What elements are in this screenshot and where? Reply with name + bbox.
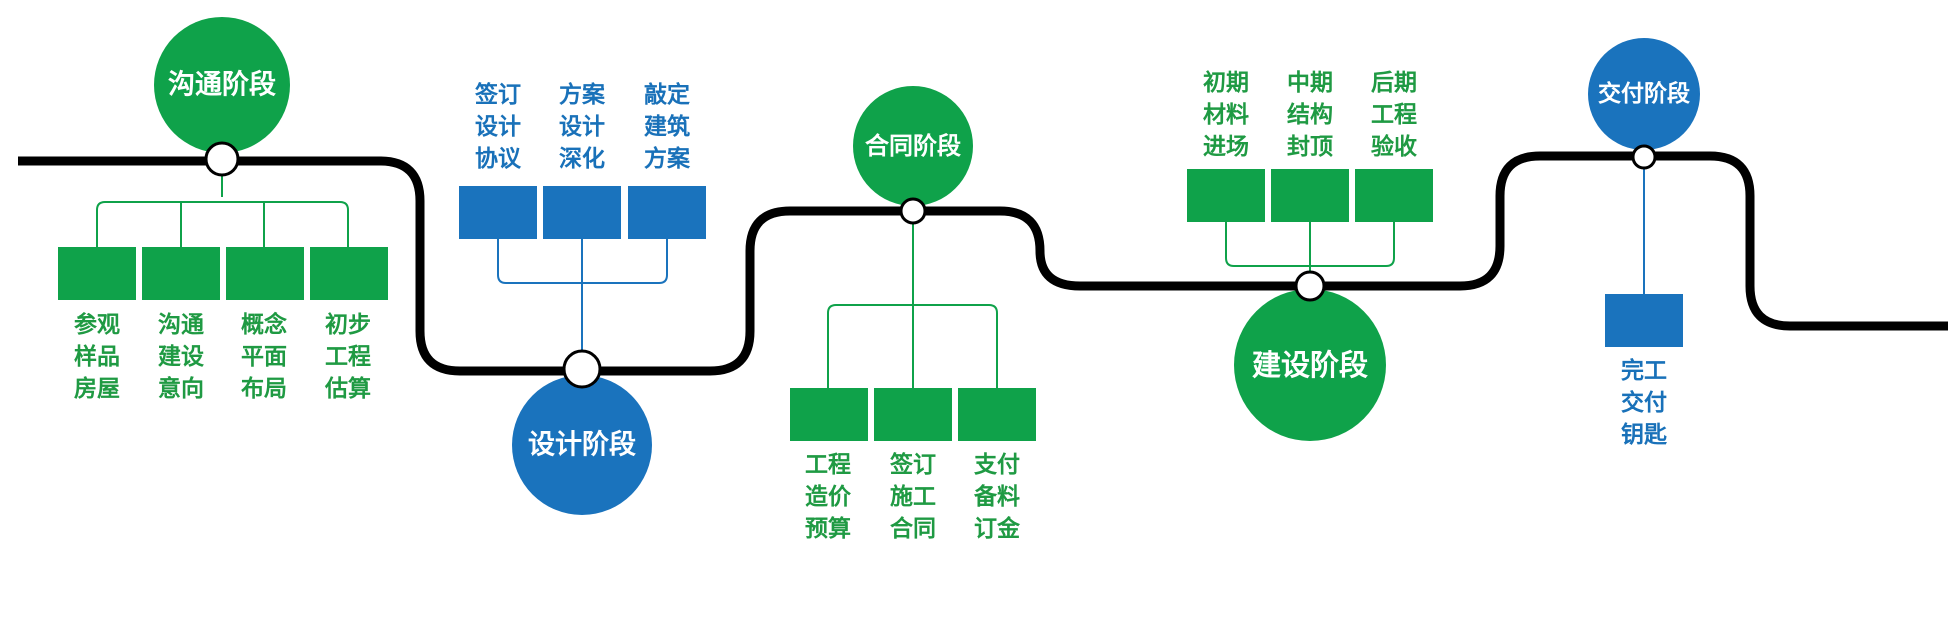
stage-contract: 合同阶段 工程造价预算 签订施工合同 支付备料订金 <box>790 86 1036 542</box>
step-label: 中期结构封顶 <box>1287 70 1333 160</box>
stage-communication: 沟通阶段 参观样品房屋 沟通建设意向 概念平面布局 初步工程估算 <box>58 17 388 402</box>
step-label: 初步工程估算 <box>324 311 371 402</box>
step-label: 支付备料订金 <box>973 452 1021 542</box>
stage-construction: 初期材料进场 中期结构封顶 后期工程验收 建设阶段 <box>1187 69 1433 441</box>
step-block <box>58 247 136 300</box>
step-block <box>874 388 952 441</box>
bracket-connector <box>827 304 998 388</box>
step-block <box>790 388 868 441</box>
step-label: 签订施工合同 <box>889 451 936 542</box>
stage-title: 合同阶段 <box>865 132 961 160</box>
step-label: 工程造价预算 <box>805 452 852 542</box>
bracket-connector <box>497 239 668 353</box>
step-block <box>226 247 304 300</box>
step-label: 敲定建筑方案 <box>644 81 691 172</box>
stage-title: 交付阶段 <box>1598 80 1690 107</box>
timeline-node[interactable] <box>1294 270 1326 302</box>
stage-bubble <box>512 375 652 515</box>
step-block <box>459 186 537 239</box>
stage-bubble <box>1588 38 1700 150</box>
stage-design: 签订设计协议 方案设计深化 敲定建筑方案 设计阶段 <box>459 81 706 515</box>
stage-bubble <box>853 86 973 206</box>
step-label: 概念平面布局 <box>241 311 287 402</box>
bracket-connector <box>96 201 349 247</box>
step-block <box>310 247 388 300</box>
stage-title: 沟通阶段 <box>168 70 276 101</box>
step-label: 后期工程验收 <box>1371 70 1417 160</box>
step-label: 初期材料进场 <box>1203 69 1249 160</box>
step-block <box>142 247 220 300</box>
timeline-road <box>18 151 1948 376</box>
step-label: 参观样品房屋 <box>74 311 120 402</box>
step-block <box>1271 169 1349 222</box>
step-block <box>958 388 1036 441</box>
timeline-node[interactable] <box>1631 144 1657 170</box>
step-label: 沟通建设意向 <box>158 311 204 402</box>
timeline-node[interactable] <box>899 197 927 225</box>
step-block <box>1187 169 1265 222</box>
step-block <box>628 186 706 239</box>
step-block <box>1355 169 1433 222</box>
step-label: 完工交付钥匙 <box>1621 357 1668 448</box>
step-block <box>543 186 621 239</box>
timeline-node[interactable] <box>562 349 602 389</box>
stage-delivery: 交付阶段 完工交付钥匙 <box>1588 38 1700 448</box>
stage-title: 设计阶段 <box>528 430 636 461</box>
step-label: 签订设计协议 <box>474 81 522 172</box>
stage-bubble <box>1234 289 1386 441</box>
stage-title: 建设阶段 <box>1252 348 1368 382</box>
stage-bubble <box>154 17 290 153</box>
timeline-node[interactable] <box>204 141 240 177</box>
step-label: 方案设计深化 <box>559 81 606 172</box>
step-block <box>1605 294 1683 347</box>
